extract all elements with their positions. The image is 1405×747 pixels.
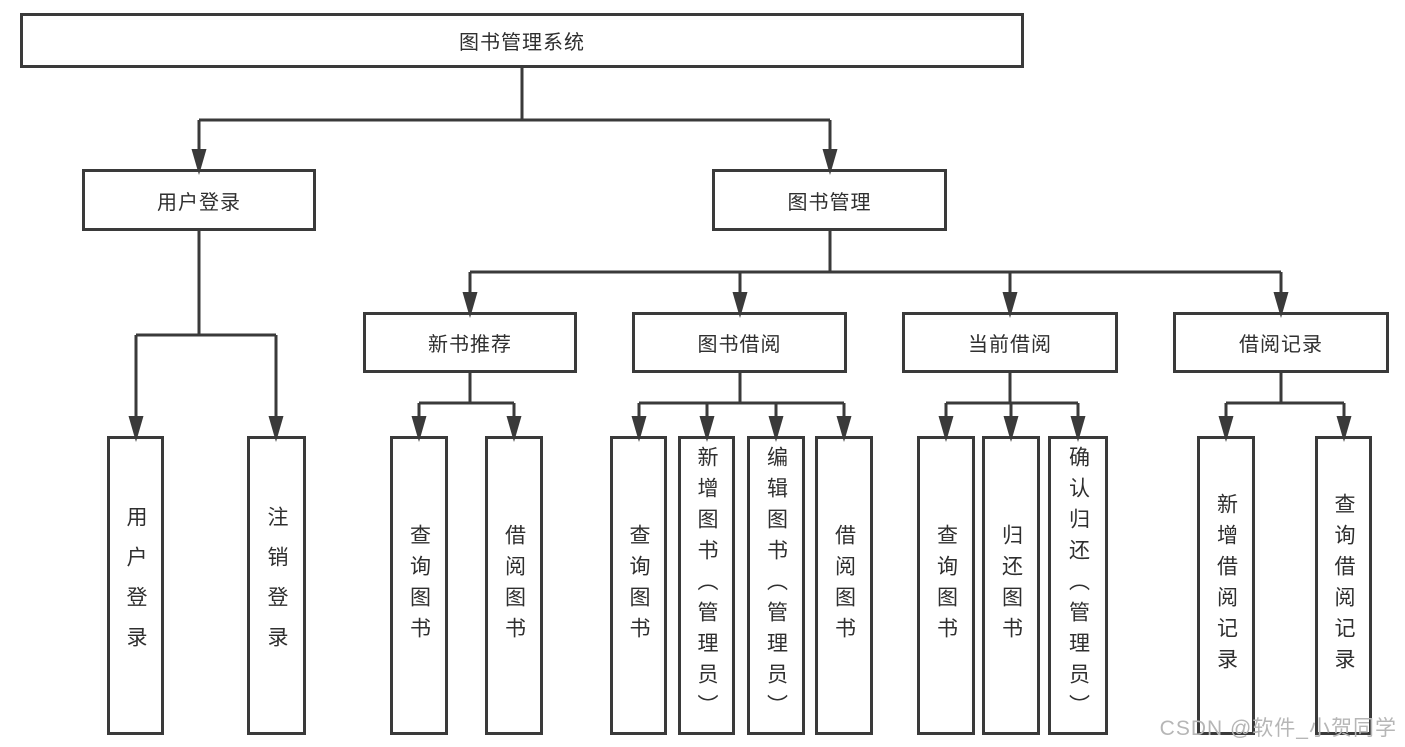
node-book-borrow-label: 图书借阅	[697, 334, 782, 356]
leaf-query-book-3-label: 查询图书	[934, 523, 958, 648]
node-borrow-records: 借阅记录	[1173, 312, 1389, 373]
connector-new-book-recommend-to-leaves	[411, 373, 522, 442]
connector-current-borrow-to-leaves	[938, 373, 1086, 442]
leaf-query-book-2: 查询图书	[610, 436, 667, 735]
node-borrow-records-label: 借阅记录	[1239, 334, 1323, 356]
connector-borrow-records-to-leaves	[1218, 373, 1352, 442]
leaf-add-borrow-record: 新增借阅记录	[1197, 436, 1255, 735]
node-root-label: 图书管理系统	[459, 32, 585, 54]
node-new-book-recommend: 新书推荐	[363, 312, 577, 373]
leaf-confirm-return-admin: 确认归还（管理员）	[1048, 436, 1108, 735]
leaf-query-book-1-label: 查询图书	[407, 523, 431, 648]
node-book-borrow: 图书借阅	[632, 312, 847, 373]
leaf-query-book-3: 查询图书	[917, 436, 975, 735]
leaf-logout-label: 注销登录	[265, 505, 288, 666]
leaf-logout: 注销登录	[247, 436, 306, 735]
leaf-user-login-label: 用户登录	[124, 505, 147, 666]
leaf-add-book-admin-label: 新增图书（管理员）	[695, 446, 718, 725]
connector-root-to-level2	[191, 68, 838, 175]
connector-book-management-to-level3	[462, 231, 1289, 318]
leaf-query-book-2-label: 查询图书	[627, 523, 650, 648]
node-new-book-recommend-label: 新书推荐	[428, 334, 512, 356]
node-root: 图书管理系统	[20, 13, 1024, 68]
connector-user-login-to-leaves	[128, 231, 284, 442]
leaf-user-login: 用户登录	[107, 436, 164, 735]
watermark: CSDN @软件_小贺同学	[1159, 717, 1397, 740]
leaf-borrow-book-2: 借阅图书	[815, 436, 873, 735]
leaf-borrow-book-2-label: 借阅图书	[832, 523, 856, 648]
leaf-edit-book-admin: 编辑图书（管理员）	[747, 436, 805, 735]
node-book-management: 图书管理	[712, 169, 947, 231]
leaf-query-book-1: 查询图书	[390, 436, 448, 735]
node-book-management-label: 图书管理	[787, 191, 872, 214]
node-current-borrow: 当前借阅	[902, 312, 1118, 373]
leaf-return-book: 归还图书	[982, 436, 1040, 735]
node-user-login: 用户登录	[82, 169, 316, 231]
leaf-add-book-admin: 新增图书（管理员）	[678, 436, 735, 735]
leaf-query-borrow-record-label: 查询借阅记录	[1332, 492, 1355, 679]
leaf-borrow-book-1-label: 借阅图书	[502, 523, 526, 648]
leaf-confirm-return-admin-label: 确认归还（管理员）	[1066, 446, 1090, 725]
leaf-edit-book-admin-label: 编辑图书（管理员）	[764, 446, 788, 725]
leaf-add-borrow-record-label: 新增借阅记录	[1214, 492, 1238, 679]
connector-book-borrow-to-leaves	[631, 373, 852, 442]
leaf-return-book-label: 归还图书	[999, 523, 1023, 648]
node-current-borrow-label: 当前借阅	[968, 334, 1052, 356]
node-user-login-label: 用户登录	[157, 191, 241, 214]
leaf-borrow-book-1: 借阅图书	[485, 436, 543, 735]
leaf-query-borrow-record: 查询借阅记录	[1315, 436, 1372, 735]
